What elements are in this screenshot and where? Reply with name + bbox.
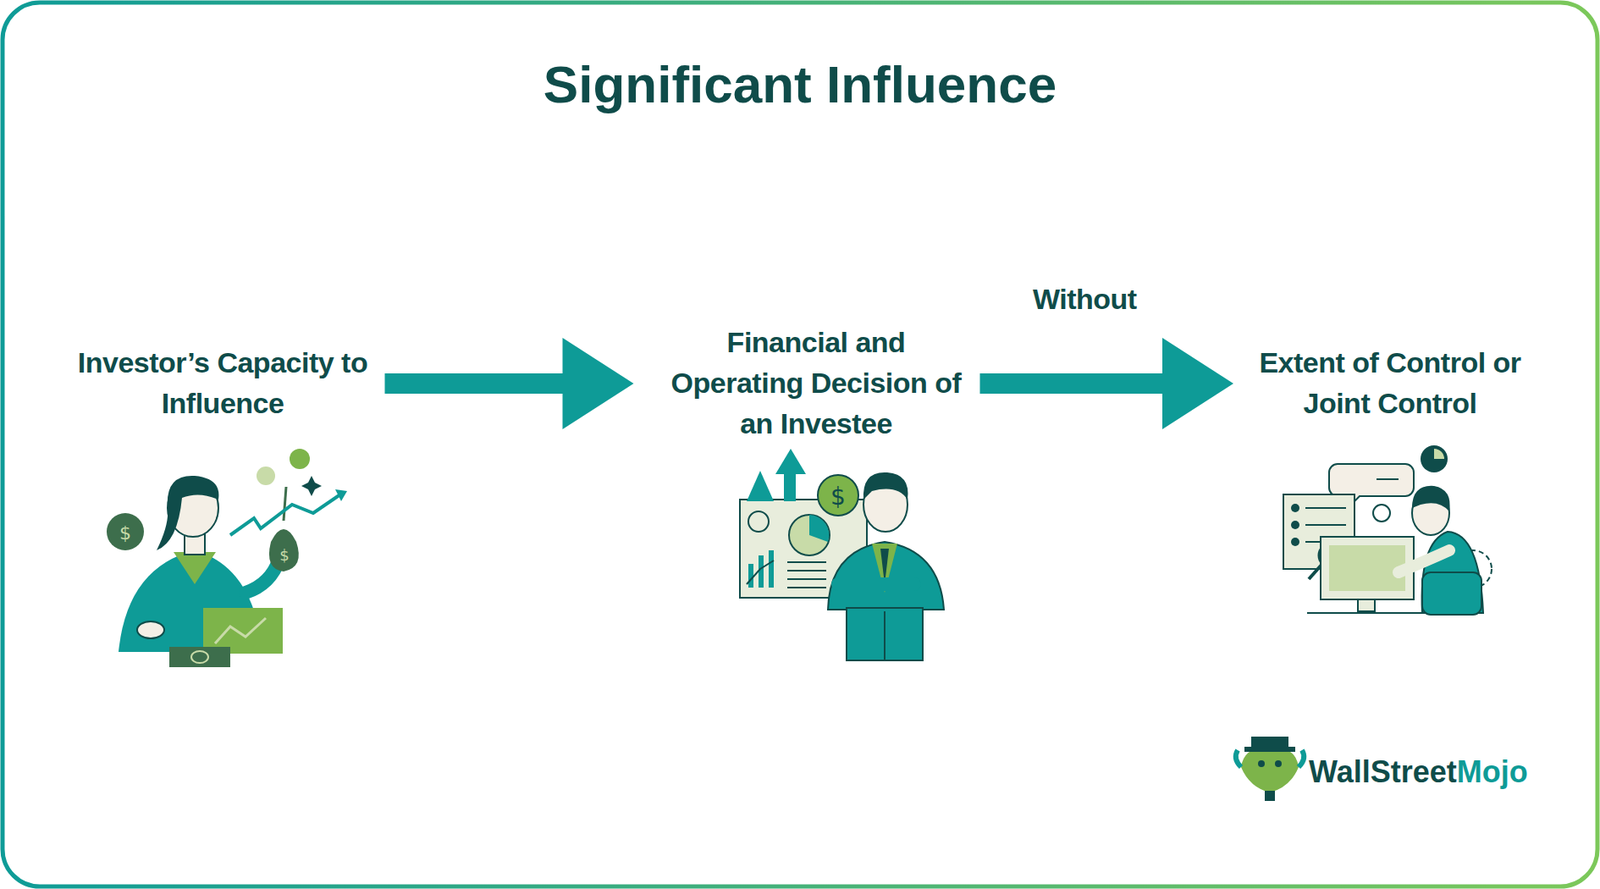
svg-text:$: $: [830, 482, 846, 511]
node-text: Financial and Operating Decision of an I…: [669, 321, 964, 444]
manager-figure: $: [739, 448, 944, 661]
investor-figure: $ $: [106, 448, 348, 668]
svg-text:$: $: [119, 522, 132, 544]
flow-arrow: [980, 337, 1235, 430]
brand-logo: WallStreetMojo: [1308, 753, 1529, 791]
node-text: Extent of Control or Joint Control: [1257, 342, 1523, 424]
svg-text:$: $: [279, 546, 289, 564]
concept-node: Investor’s Capacity to Influence: [71, 338, 376, 427]
concept-node: Financial and Operating Decision of an I…: [664, 318, 969, 447]
diagram-title: Significant Influence: [0, 52, 1600, 117]
analyst-figure: [1283, 445, 1492, 615]
node-text: Investor’s Capacity to Influence: [76, 342, 370, 424]
logo-text: WallStreet: [1308, 754, 1457, 789]
logo-icon: [1235, 736, 1305, 801]
edge-label: Without: [1029, 280, 1141, 318]
logo-text: Mojo: [1456, 754, 1529, 789]
concept-node: Extent of Control or Joint Control: [1252, 338, 1529, 427]
flow-arrow: [385, 337, 635, 430]
